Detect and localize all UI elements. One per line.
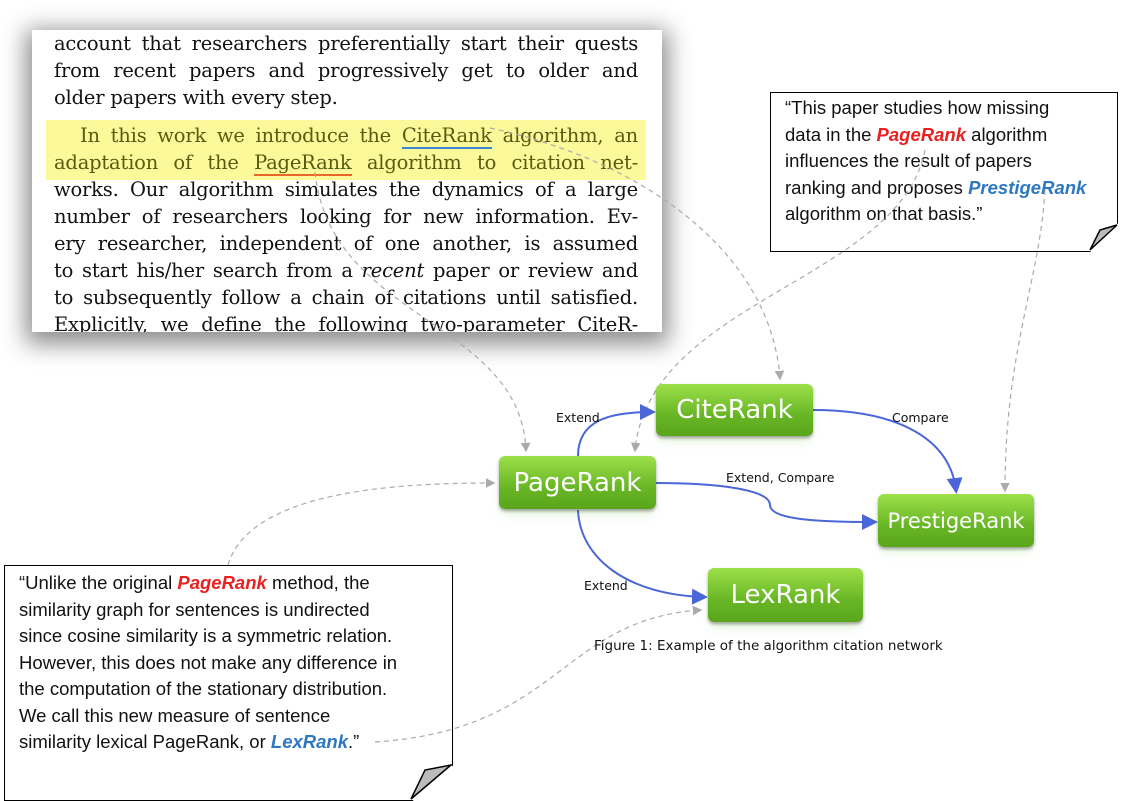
- paper-line: works. Our algorithm simulates the dynam…: [54, 178, 638, 201]
- text: .”: [348, 731, 360, 752]
- quote-line: “Unlike the original PageRank method, th…: [19, 570, 452, 597]
- edge-citerank-prestigerank: [812, 409, 963, 494]
- text: algorithm: [966, 123, 1048, 145]
- quote-line: We call this new measure of sentence: [19, 704, 331, 726]
- quote-line: algorithm on that basis.”: [785, 203, 983, 224]
- quote-line: since cosine similarity is a symmetric r…: [19, 625, 393, 646]
- prestigerank-term: PrestigeRank: [968, 176, 1087, 198]
- folded-corner-icon: [1089, 224, 1118, 251]
- figure-caption: Figure 1: Example of the algorithm citat…: [594, 638, 943, 654]
- text: method, the: [266, 572, 370, 593]
- paper-line: to start his/her search from a recent pa…: [54, 257, 638, 284]
- paper-line: ery researcher, independent of one anoth…: [54, 232, 638, 255]
- edge-pagerank-lexrank: [577, 509, 708, 605]
- node-citerank[interactable]: CiteRank: [656, 384, 813, 436]
- text: In this work we introduce the: [80, 124, 402, 147]
- quote-line: data in the PageRank algorithm: [785, 122, 1117, 149]
- edge-label: Extend: [556, 410, 600, 425]
- edge-pagerank-prestigerank: [655, 482, 878, 530]
- quote-line: influences the result of papers: [785, 150, 1032, 171]
- node-prestigerank[interactable]: PrestigeRank: [878, 494, 1034, 547]
- paper-line: number of researchers looking for new in…: [54, 205, 638, 228]
- citerank-term: CiteRank: [401, 124, 492, 149]
- folded-corner-icon: [410, 763, 454, 800]
- quote-box-prestigerank: “This paper studies how missing data in …: [770, 92, 1118, 252]
- edge-pagerank-citerank: [577, 404, 656, 457]
- dashed-arrow-pagerank-quote: [630, 149, 926, 453]
- highlight: [46, 120, 646, 180]
- lexrank-term: LexRank: [270, 731, 349, 752]
- edge-label: Extend: [584, 578, 628, 593]
- text: recent: [361, 259, 425, 282]
- paper-line: In this work we introduce the CiteRank a…: [80, 122, 638, 149]
- paper-line: older papers with every step.: [54, 86, 338, 109]
- paper-line: from recent papers and progressively get…: [54, 59, 638, 82]
- pagerank-term: PageRank: [254, 151, 352, 176]
- quote-line: However, this does not make any differen…: [19, 651, 398, 673]
- paper-excerpt: account that researchers preferentially …: [32, 30, 662, 332]
- node-lexrank[interactable]: LexRank: [708, 568, 863, 622]
- text: algorithm, an: [491, 124, 639, 147]
- dashed-arrow-citerank: [489, 127, 785, 381]
- text: to start his/her search from a: [54, 259, 362, 282]
- paper-line: adaptation of the PageRank algorithm to …: [54, 149, 638, 176]
- paper-line: account that researchers preferentially …: [54, 32, 638, 55]
- paper-line: to subsequently follow a chain of citati…: [54, 286, 638, 309]
- pagerank-term: PageRank: [177, 572, 267, 593]
- dashed-arrow-prestigerank: [1000, 189, 1046, 493]
- quote-line: “This paper studies how missing: [785, 97, 1050, 118]
- text: “Unlike the original: [19, 572, 178, 593]
- dashed-arrow-lexrank-pagerank: [227, 478, 496, 566]
- dashed-arrow-lexrank: [374, 605, 703, 743]
- quote-line: ranking and proposes PrestigeRank: [785, 175, 1117, 202]
- quote-box-lexrank: “Unlike the original PageRank method, th…: [4, 565, 453, 801]
- edge-label: Compare: [892, 410, 949, 425]
- text: data in the: [785, 123, 877, 145]
- quote-line: similarity graph for sentences is undire…: [19, 598, 370, 620]
- dashed-arrow-pagerank: [314, 171, 531, 453]
- node-pagerank[interactable]: PageRank: [499, 456, 656, 509]
- quote-line: similarity lexical PageRank, or LexRank.…: [19, 729, 452, 756]
- edge-label: Extend, Compare: [726, 470, 835, 485]
- text: paper or review and: [424, 259, 638, 282]
- text: algorithm to citation net-: [351, 151, 638, 174]
- text: ranking and proposes: [785, 176, 969, 198]
- paper-line: Explicitly, we define the following two-…: [54, 313, 638, 332]
- text: adaptation of the: [54, 151, 255, 174]
- pagerank-term: PageRank: [876, 123, 967, 145]
- quote-line: the computation of the stationary distri…: [19, 678, 388, 699]
- text: similarity lexical PageRank, or: [19, 731, 271, 752]
